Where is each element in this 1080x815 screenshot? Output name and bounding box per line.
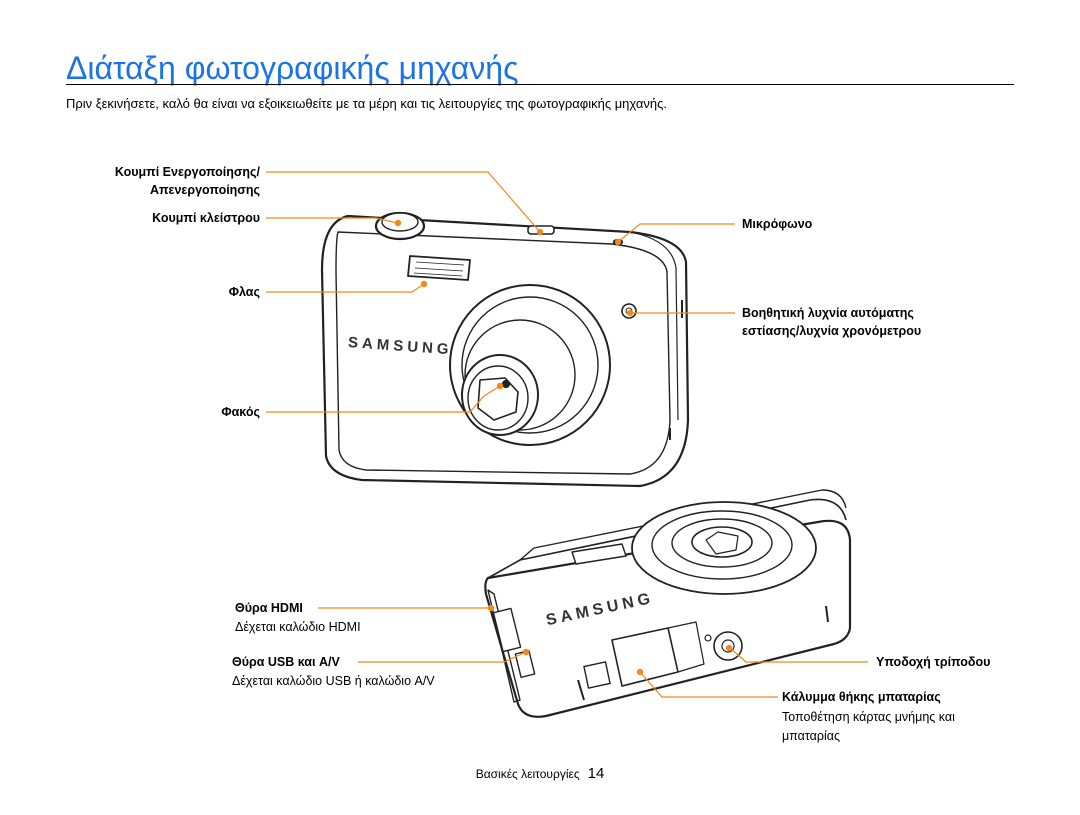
intro-text: Πριν ξεκινήσετε, καλό θα είναι να εξοικε… [66, 96, 668, 111]
battery-cover-description: Τοποθέτηση κάρτας μνήμης και μπαταρίας [782, 708, 955, 746]
hdmi-port-description: Δέχεται καλώδιο HDMI [235, 620, 361, 634]
label-battery-cover: Κάλυμμα θήκης μπαταρίας [782, 690, 941, 704]
label-tripod-mount: Υποδοχή τρίποδου [876, 655, 991, 669]
label-shutter-button: Κουμπί κλείστρου [152, 211, 260, 225]
label-af-lamp-line2: εστίασης/λυχνία χρονόμετρου [742, 324, 922, 338]
label-power-button-line1: Κουμπί Ενεργοποίησης/ [114, 165, 260, 179]
label-flash: Φλας [228, 285, 260, 299]
footer-section-name: Βασικές λειτουργίες [475, 767, 580, 781]
battery-cover-description-line2: μπαταρίας [782, 729, 841, 743]
label-usb-av-port: Θύρα USB και A/V [232, 655, 340, 669]
footer-page-number: 14 [587, 765, 605, 782]
label-af-lamp-line1: Βοηθητική λυχνία αυτόματης [742, 306, 914, 320]
front-samsung-logo: SAMSUNG [347, 334, 453, 358]
label-hdmi-port: Θύρα HDMI [235, 601, 303, 615]
callout-lines [266, 171, 868, 698]
page-title: Διάταξη φωτογραφικής μηχανής [66, 50, 519, 86]
callout-dots [394, 219, 733, 676]
label-lens: Φακός [221, 405, 260, 419]
label-microphone: Μικρόφωνο [742, 217, 813, 231]
label-power-button-line2: Απενεργοποίησης [149, 183, 260, 197]
battery-cover-description-line1: Τοποθέτηση κάρτας μνήμης και [782, 710, 955, 724]
label-af-lamp: Βοηθητική λυχνία αυτόματης εστίασης/λυχν… [742, 304, 921, 340]
title-rule [66, 84, 1014, 85]
label-power-button: Κουμπί Ενεργοποίησης/ Απενεργοποίησης [60, 163, 260, 199]
bottom-camera-illustration [484, 489, 852, 718]
page-footer: Βασικές λειτουργίες 14 [0, 765, 1080, 782]
usb-av-port-description: Δέχεται καλώδιο USB ή καλώδιο A/V [232, 674, 435, 688]
front-camera-illustration [320, 211, 690, 488]
